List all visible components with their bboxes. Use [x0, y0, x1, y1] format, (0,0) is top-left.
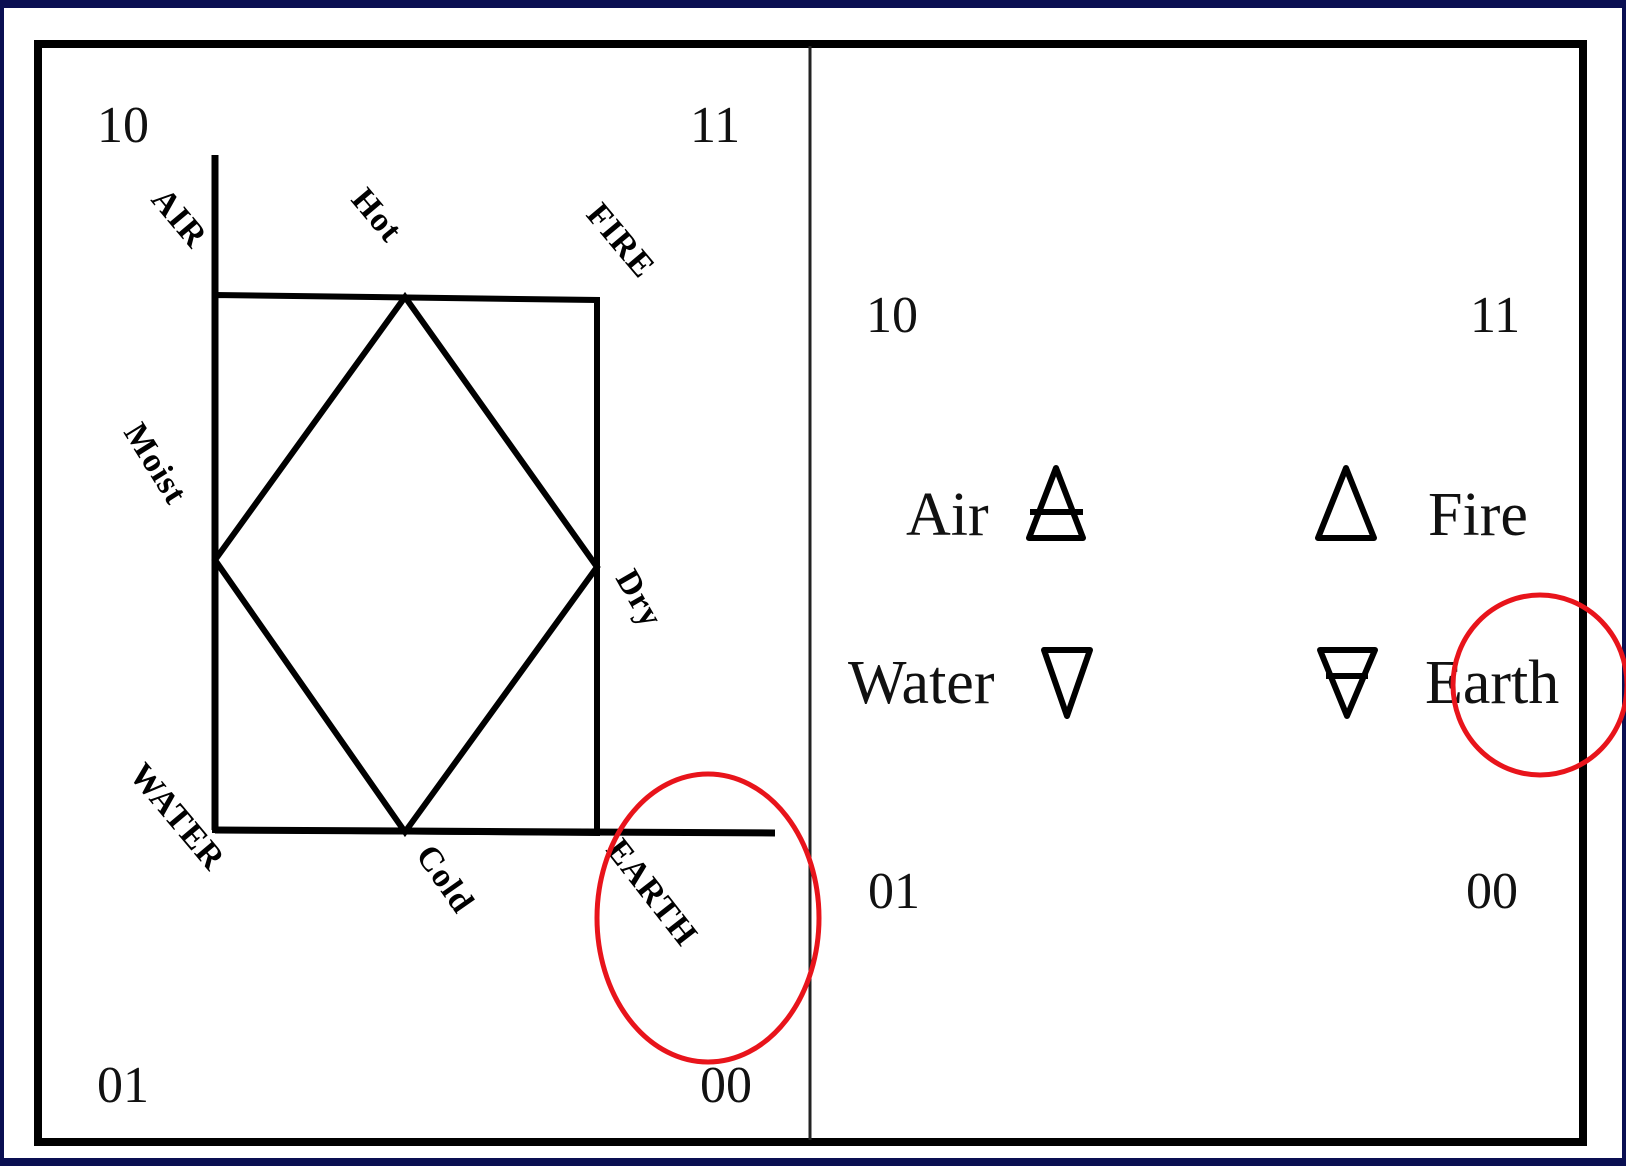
right-panel: 10 11 01 00 Air Fire Water Earth	[848, 287, 1626, 920]
legend-fire-label: Fire	[1428, 481, 1528, 549]
right-corner-top-right: 11	[1470, 287, 1520, 344]
left-corner-top-left: 10	[97, 97, 149, 154]
left-corner-top-right: 11	[690, 97, 740, 154]
quality-diamond	[211, 291, 601, 838]
legend-earth-label: Earth	[1425, 649, 1559, 717]
earth-symbol-icon	[1317, 647, 1378, 719]
legend-water-label: Water	[848, 649, 995, 717]
left-corner-bottom-left: 01	[97, 1057, 149, 1114]
air-symbol-icon	[1026, 465, 1086, 541]
quality-square	[212, 291, 600, 837]
right-corner-top-left: 10	[866, 287, 918, 344]
diagram-panel	[4, 8, 1622, 1158]
diagram-frame	[34, 40, 1587, 1146]
fire-symbol-icon	[1315, 465, 1377, 541]
right-corner-bottom-left: 01	[868, 863, 920, 920]
right-corner-bottom-right: 00	[1466, 863, 1518, 920]
highlight-earth-right	[1450, 592, 1626, 778]
water-symbol-icon	[1041, 647, 1093, 719]
highlight-earth-left	[594, 771, 822, 1065]
legend-air-label: Air	[906, 481, 989, 549]
left-corner-bottom-right: 00	[700, 1057, 752, 1114]
